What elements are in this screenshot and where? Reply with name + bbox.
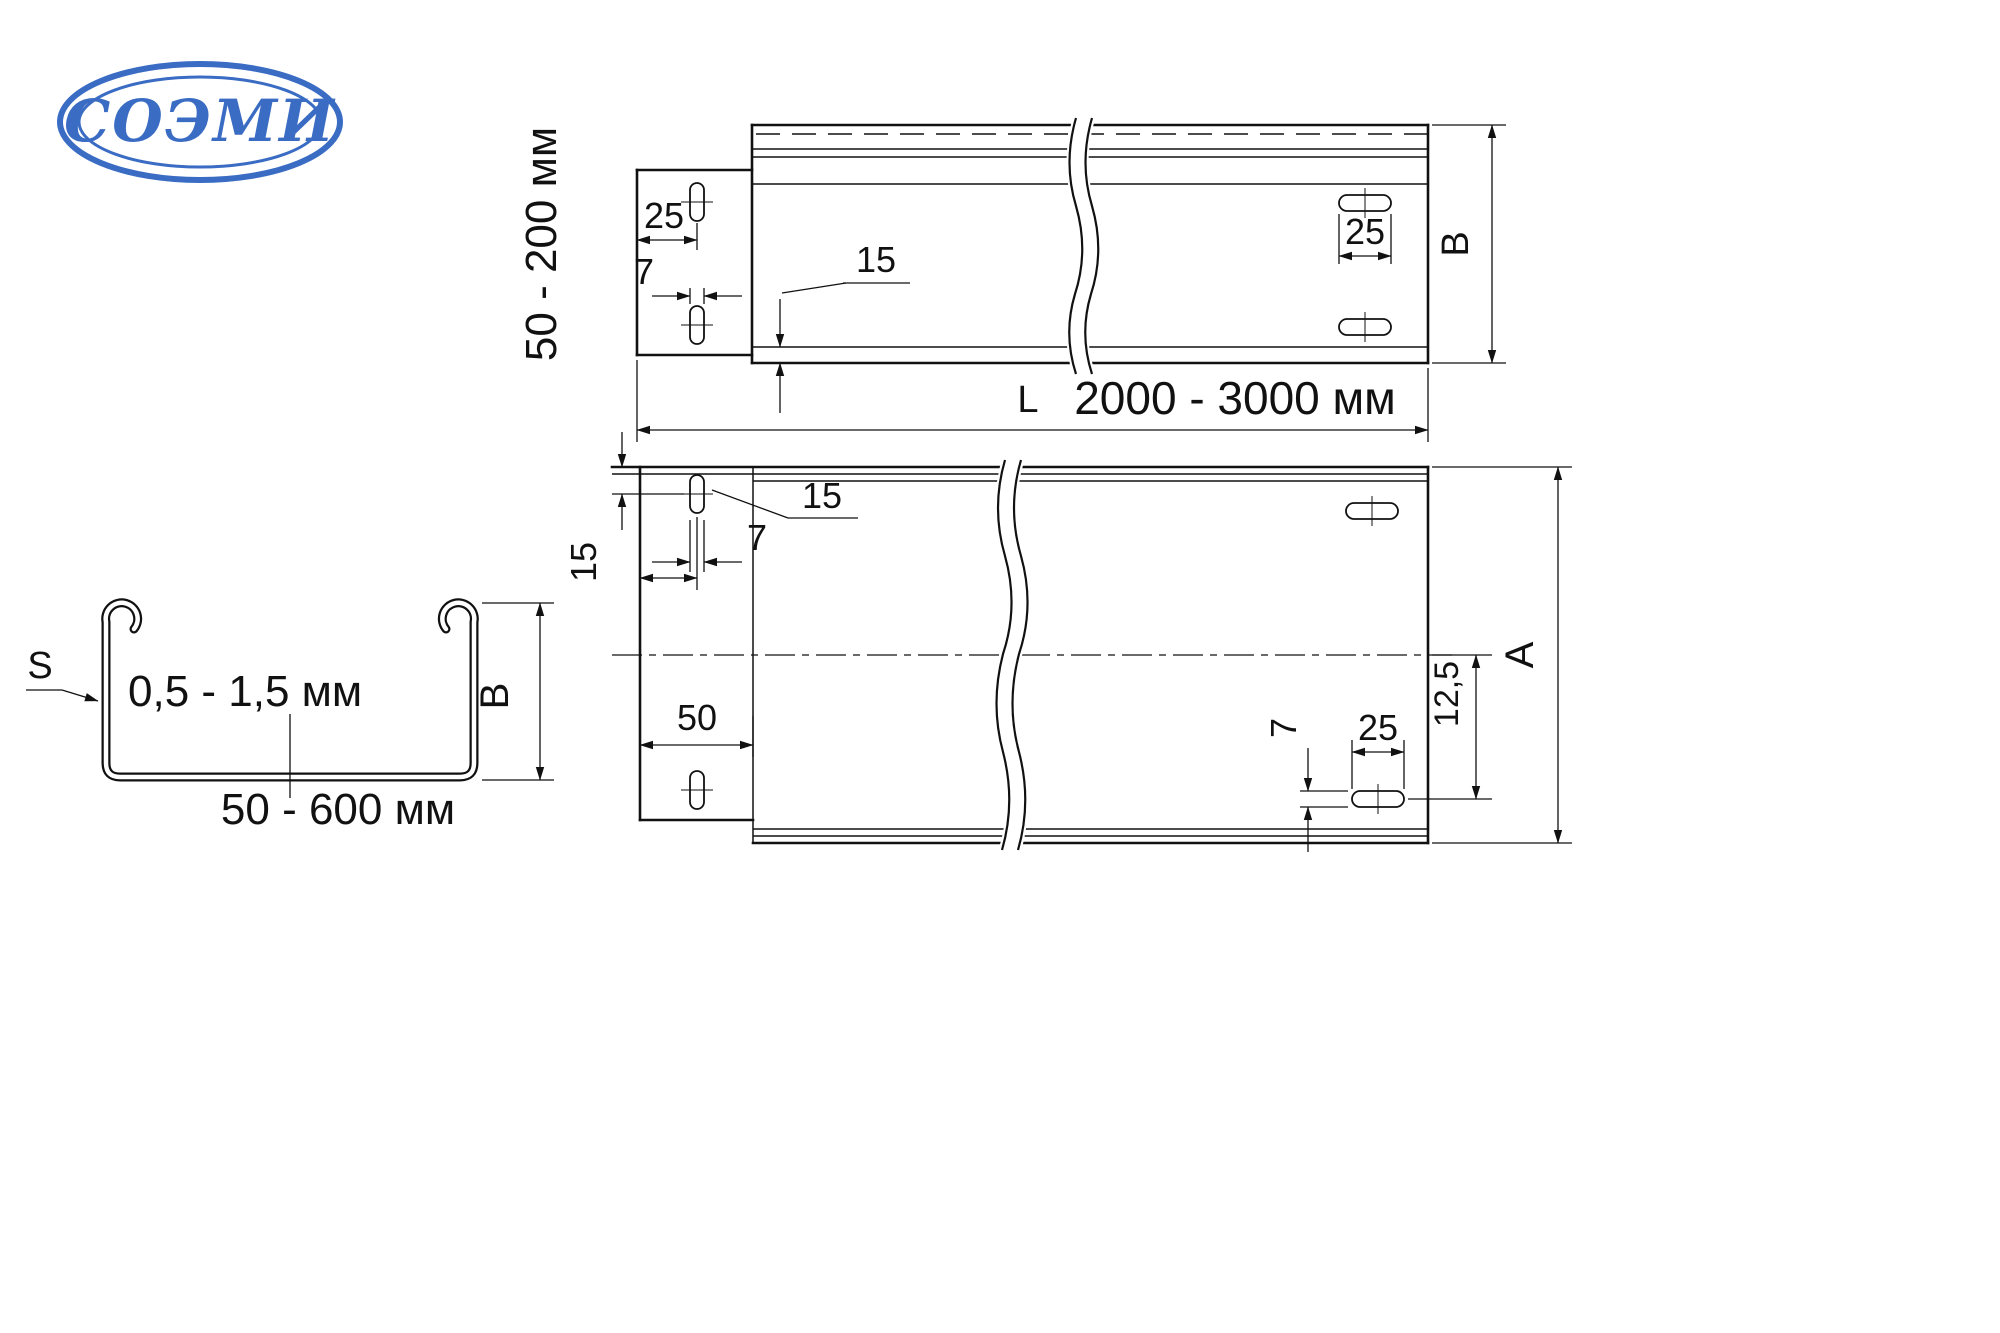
side-view-dimensions: 25 7 15 25 B xyxy=(634,124,1506,413)
dim-label-B-side: B xyxy=(1435,231,1477,256)
dim-label-B-section: B xyxy=(473,683,517,710)
plan-view-break-line xyxy=(993,456,1031,854)
dim-label-A: A xyxy=(1498,641,1542,668)
side-view-break-line xyxy=(1066,114,1102,378)
dim-label-12-5: 12,5 xyxy=(1428,661,1466,727)
dim-label-25-left: 25 xyxy=(644,195,684,236)
dim-label-25-bottom: 25 xyxy=(1358,707,1398,748)
length-dimension: L 2000 - 3000 мм xyxy=(636,360,1429,442)
plan-view: 15 15 7 50 7 25 xyxy=(563,432,1572,854)
dim-label-15-side: 15 xyxy=(856,239,896,280)
plan-view-slots xyxy=(681,474,1405,814)
plan-view-outline xyxy=(610,465,1452,845)
dim-label-50: 50 xyxy=(677,697,717,738)
length-dim-prefix: L xyxy=(1017,379,1038,421)
logo-outer-ellipse xyxy=(57,61,343,183)
dim-label-15-edge: 15 xyxy=(563,542,604,582)
logo-text: СОЭМИ xyxy=(64,87,336,155)
side-view-height-range-label: 50 - 200 мм xyxy=(517,127,566,361)
logo-inner-ellipse xyxy=(77,75,323,169)
thickness-range-label: 0,5 - 1,5 мм xyxy=(128,667,362,716)
length-dim-range: 2000 - 3000 мм xyxy=(1074,372,1396,424)
dim-label-7-top: 7 xyxy=(747,517,767,558)
side-view-slots xyxy=(681,182,1392,345)
section-dimensions: S 0,5 - 1,5 мм B 50 - 600 мм xyxy=(26,602,554,834)
side-view-outline xyxy=(635,123,1430,365)
dim-label-7-left: 7 xyxy=(634,251,654,292)
plan-view-dimensions: 15 15 7 50 7 25 xyxy=(563,432,1572,852)
section-view: S 0,5 - 1,5 мм B 50 - 600 мм xyxy=(26,598,554,834)
dim-label-25-right: 25 xyxy=(1345,211,1385,252)
dim-label-15-leader: 15 xyxy=(802,475,842,516)
logo: СОЭМИ xyxy=(57,61,343,183)
width-range-label: 50 - 600 мм xyxy=(221,785,455,834)
thickness-symbol-label: S xyxy=(27,645,52,687)
side-view: 25 7 15 25 B 50 - 200 мм xyxy=(517,114,1506,413)
dim-label-7-bottom: 7 xyxy=(1263,718,1304,738)
